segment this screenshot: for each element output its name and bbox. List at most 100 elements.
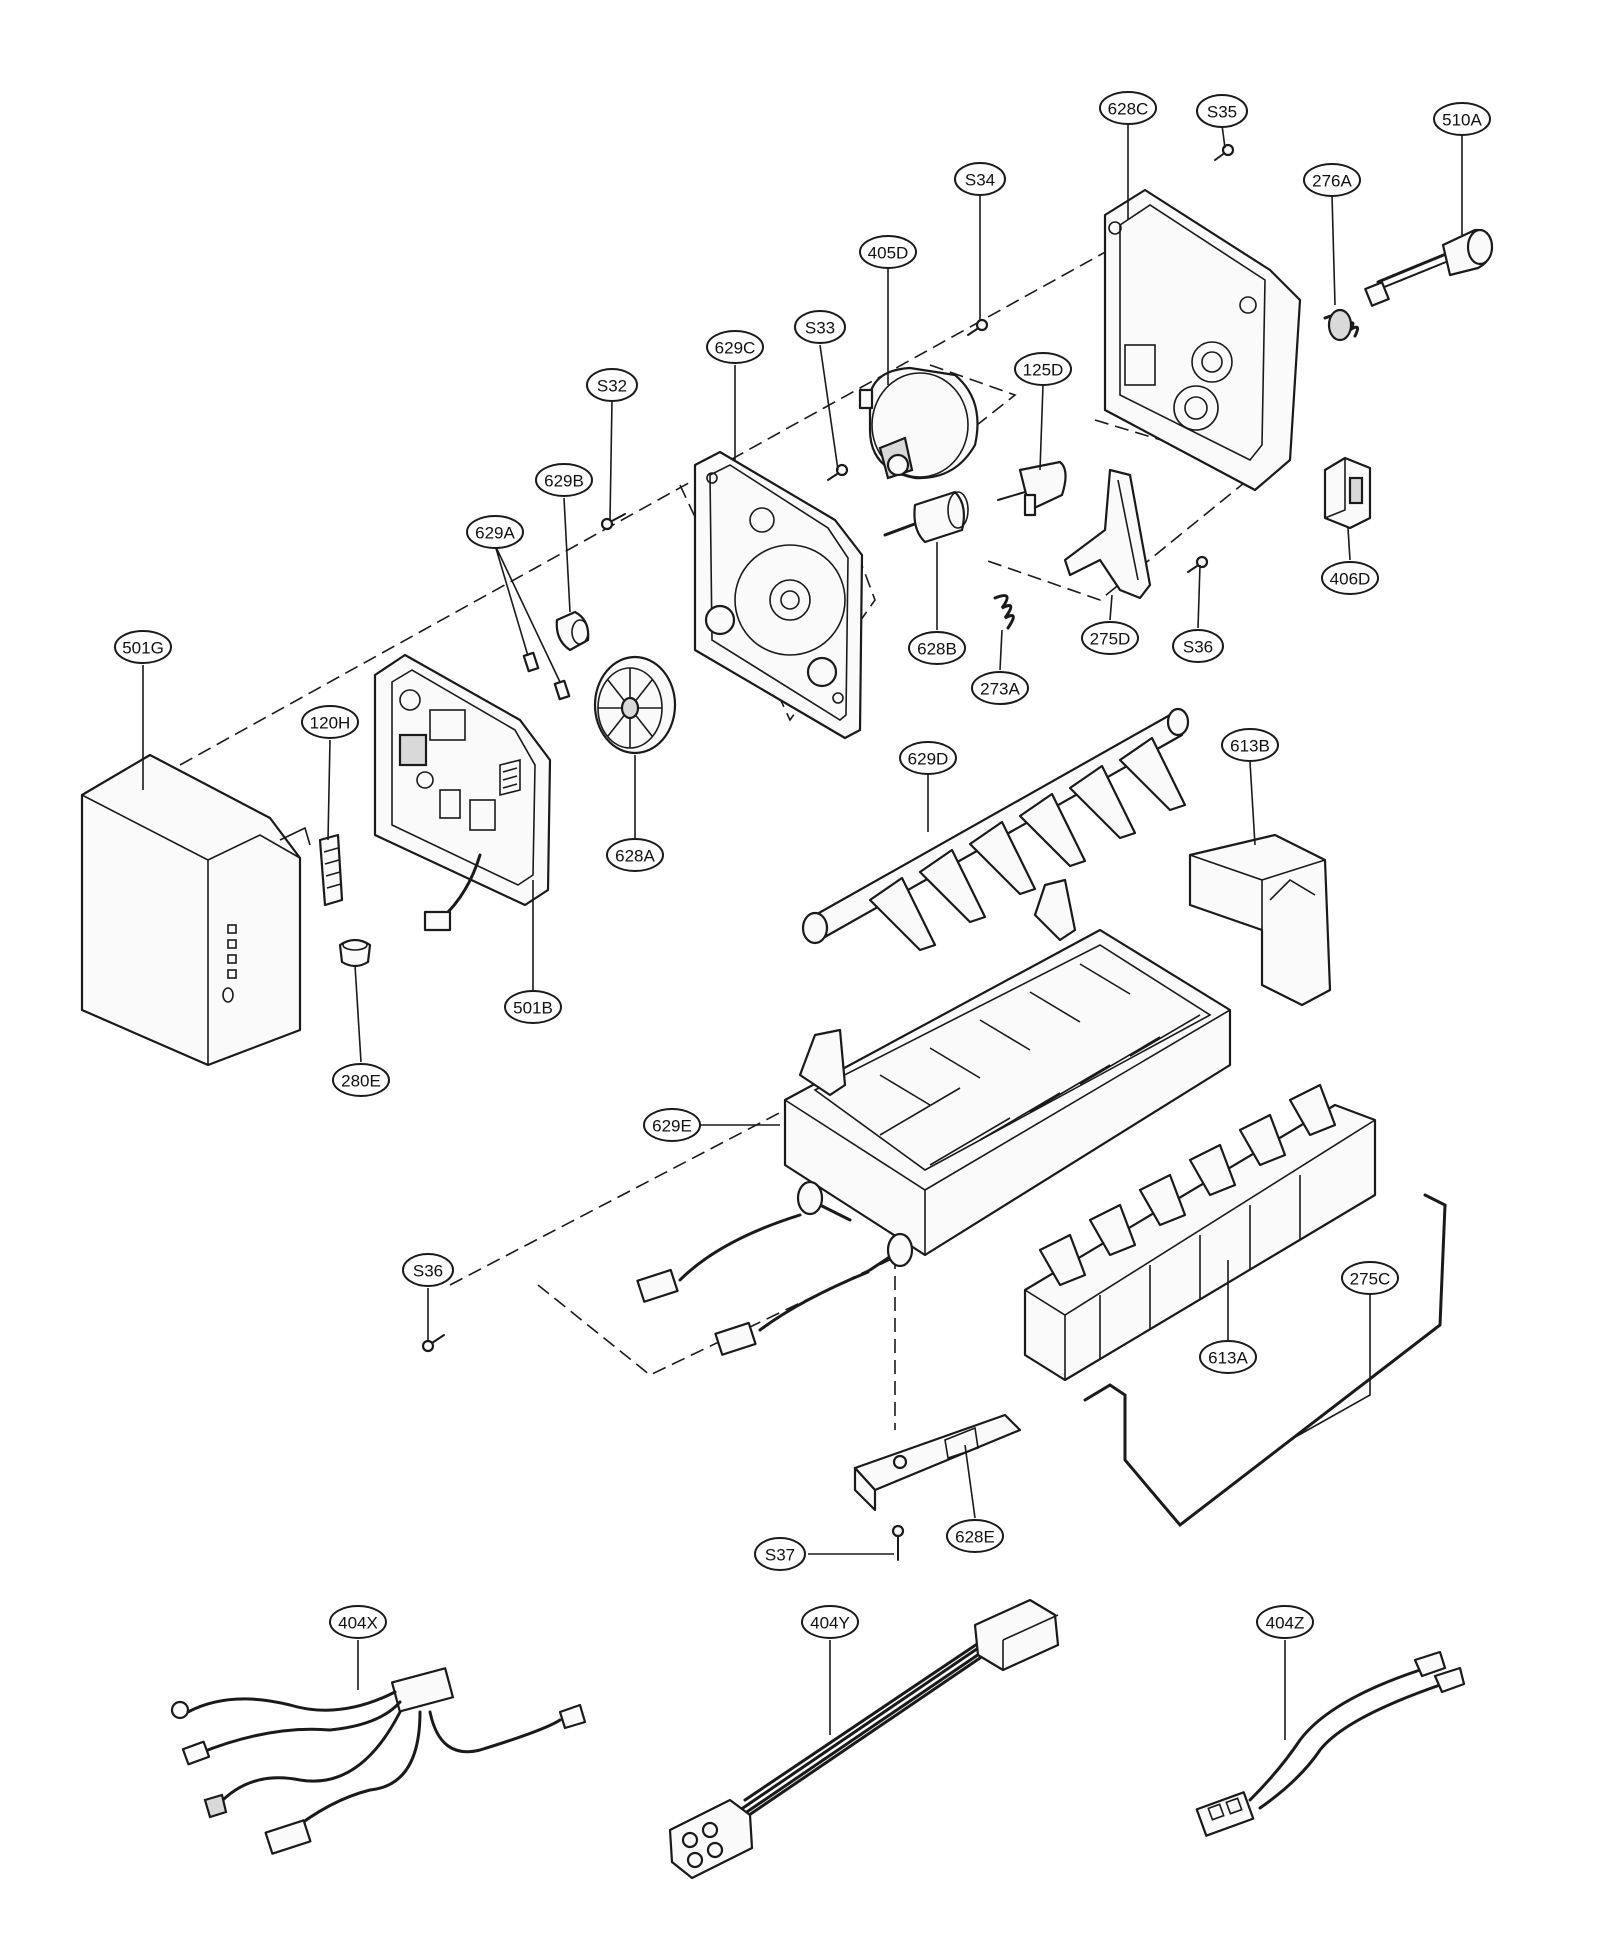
part-629E-ice-tray [636, 878, 1232, 1356]
callout-S35: S35 [1196, 94, 1248, 128]
callout-628A: 628A [606, 838, 664, 872]
svg-text:501B: 501B [513, 999, 553, 1018]
part-628A-gear [593, 655, 677, 755]
callout-404X: 404X [329, 1605, 387, 1639]
part-629A-pins [522, 651, 571, 701]
svg-text:613A: 613A [1208, 1349, 1248, 1368]
svg-text:628C: 628C [1108, 100, 1149, 119]
svg-text:S36: S36 [1183, 638, 1213, 657]
screw-S35 [1214, 143, 1235, 161]
part-275C-wire-arm [1083, 1193, 1447, 1528]
svg-text:275D: 275D [1090, 630, 1131, 649]
svg-text:S36: S36 [413, 1262, 443, 1281]
callout-276A: 276A [1303, 163, 1361, 197]
svg-text:S33: S33 [805, 319, 835, 338]
callout-629C: 629C [706, 330, 764, 364]
callout-280E: 280E [332, 1063, 390, 1097]
svg-text:510A: 510A [1442, 111, 1482, 130]
svg-text:629D: 629D [908, 750, 949, 769]
svg-text:406D: 406D [1330, 570, 1371, 589]
svg-text:275C: 275C [1350, 1270, 1391, 1289]
part-276A-spring [1323, 308, 1360, 342]
callout-404Y: 404Y [801, 1605, 859, 1639]
svg-text:404X: 404X [338, 1614, 378, 1633]
callout-S32: S32 [586, 368, 638, 402]
svg-text:501G: 501G [122, 639, 164, 658]
callout-629D: 629D [899, 741, 957, 775]
svg-text:S34: S34 [965, 171, 995, 190]
part-275D-lever [1063, 468, 1152, 600]
svg-text:S32: S32 [597, 377, 627, 396]
svg-text:280E: 280E [341, 1072, 381, 1091]
part-628E-bracket [853, 1413, 1022, 1512]
part-404Y-harness [668, 1598, 1060, 1880]
svg-text:S35: S35 [1207, 103, 1237, 122]
screw-S36-lower [421, 1334, 445, 1353]
part-501G-cover [80, 753, 311, 1067]
svg-text:404Y: 404Y [810, 1614, 850, 1633]
svg-text:629C: 629C [715, 339, 756, 358]
svg-text:120H: 120H [310, 714, 351, 733]
part-125D-switch [997, 460, 1067, 517]
part-510A-shaft [1364, 228, 1494, 307]
part-273A-spring [993, 594, 1015, 630]
callout-120H: 120H [301, 705, 359, 739]
screw-S37 [891, 1524, 905, 1561]
part-404X-harness [170, 1667, 587, 1855]
part-406D-switch [1323, 456, 1372, 530]
callout-275C: 275C [1341, 1261, 1399, 1295]
callout-S37: S37 [754, 1537, 806, 1571]
callout-629A: 629A [466, 515, 524, 549]
callout-629B: 629B [535, 463, 593, 497]
svg-text:276A: 276A [1312, 172, 1352, 191]
callout-404Z: 404Z [1256, 1605, 1314, 1639]
part-613B-bracket [1188, 833, 1332, 1007]
svg-text:125D: 125D [1023, 361, 1064, 380]
callout-629E: 629E [643, 1108, 701, 1142]
part-405D-motor [858, 366, 979, 480]
callout-628E: 628E [946, 1519, 1004, 1553]
part-629C-bracket [693, 450, 864, 740]
callout-613A: 613A [1199, 1340, 1257, 1374]
svg-text:404Z: 404Z [1266, 1614, 1305, 1633]
callout-406D: 406D [1321, 561, 1379, 595]
callout-510A: 510A [1433, 102, 1491, 136]
part-613A-stripper [1023, 1083, 1377, 1382]
callout-628C: 628C [1099, 91, 1157, 125]
svg-text:613B: 613B [1230, 737, 1270, 756]
svg-text:628B: 628B [917, 640, 957, 659]
callout-405D: 405D [859, 235, 917, 269]
part-628C-case-cover [1103, 188, 1302, 492]
callout-S33: S33 [794, 310, 846, 344]
callout-501B: 501B [504, 990, 562, 1024]
svg-text:629E: 629E [652, 1117, 692, 1136]
callout-S36-upper: S36 [1172, 629, 1224, 663]
callout-125D: 125D [1014, 352, 1072, 386]
svg-text:273A: 273A [980, 680, 1020, 699]
callout-S36-lower: S36 [402, 1253, 454, 1287]
callout-S34: S34 [954, 162, 1006, 196]
part-120H-connector [318, 833, 344, 907]
callout-628B: 628B [908, 631, 966, 665]
leader-lines [142, 124, 1463, 1740]
screw-S34 [967, 318, 989, 336]
screw-S33 [827, 463, 849, 481]
svg-text:S37: S37 [765, 1546, 795, 1565]
screw-S36-upper [1187, 555, 1209, 573]
svg-text:629B: 629B [544, 472, 584, 491]
part-628B-cam [883, 490, 969, 544]
svg-text:628E: 628E [955, 1528, 995, 1547]
part-501B-control-board [373, 653, 552, 932]
svg-text:629A: 629A [475, 524, 515, 543]
svg-text:628A: 628A [615, 847, 655, 866]
part-629D-ejector [801, 707, 1190, 952]
part-280E-knob [338, 938, 372, 968]
part-629B-coupling [555, 610, 590, 652]
callout-275D: 275D [1081, 621, 1139, 655]
svg-text:405D: 405D [868, 244, 909, 263]
screw-S32 [600, 513, 626, 531]
callout-273A: 273A [971, 671, 1029, 705]
callout-613B: 613B [1221, 728, 1279, 762]
part-404Z-harness [1195, 1650, 1466, 1837]
